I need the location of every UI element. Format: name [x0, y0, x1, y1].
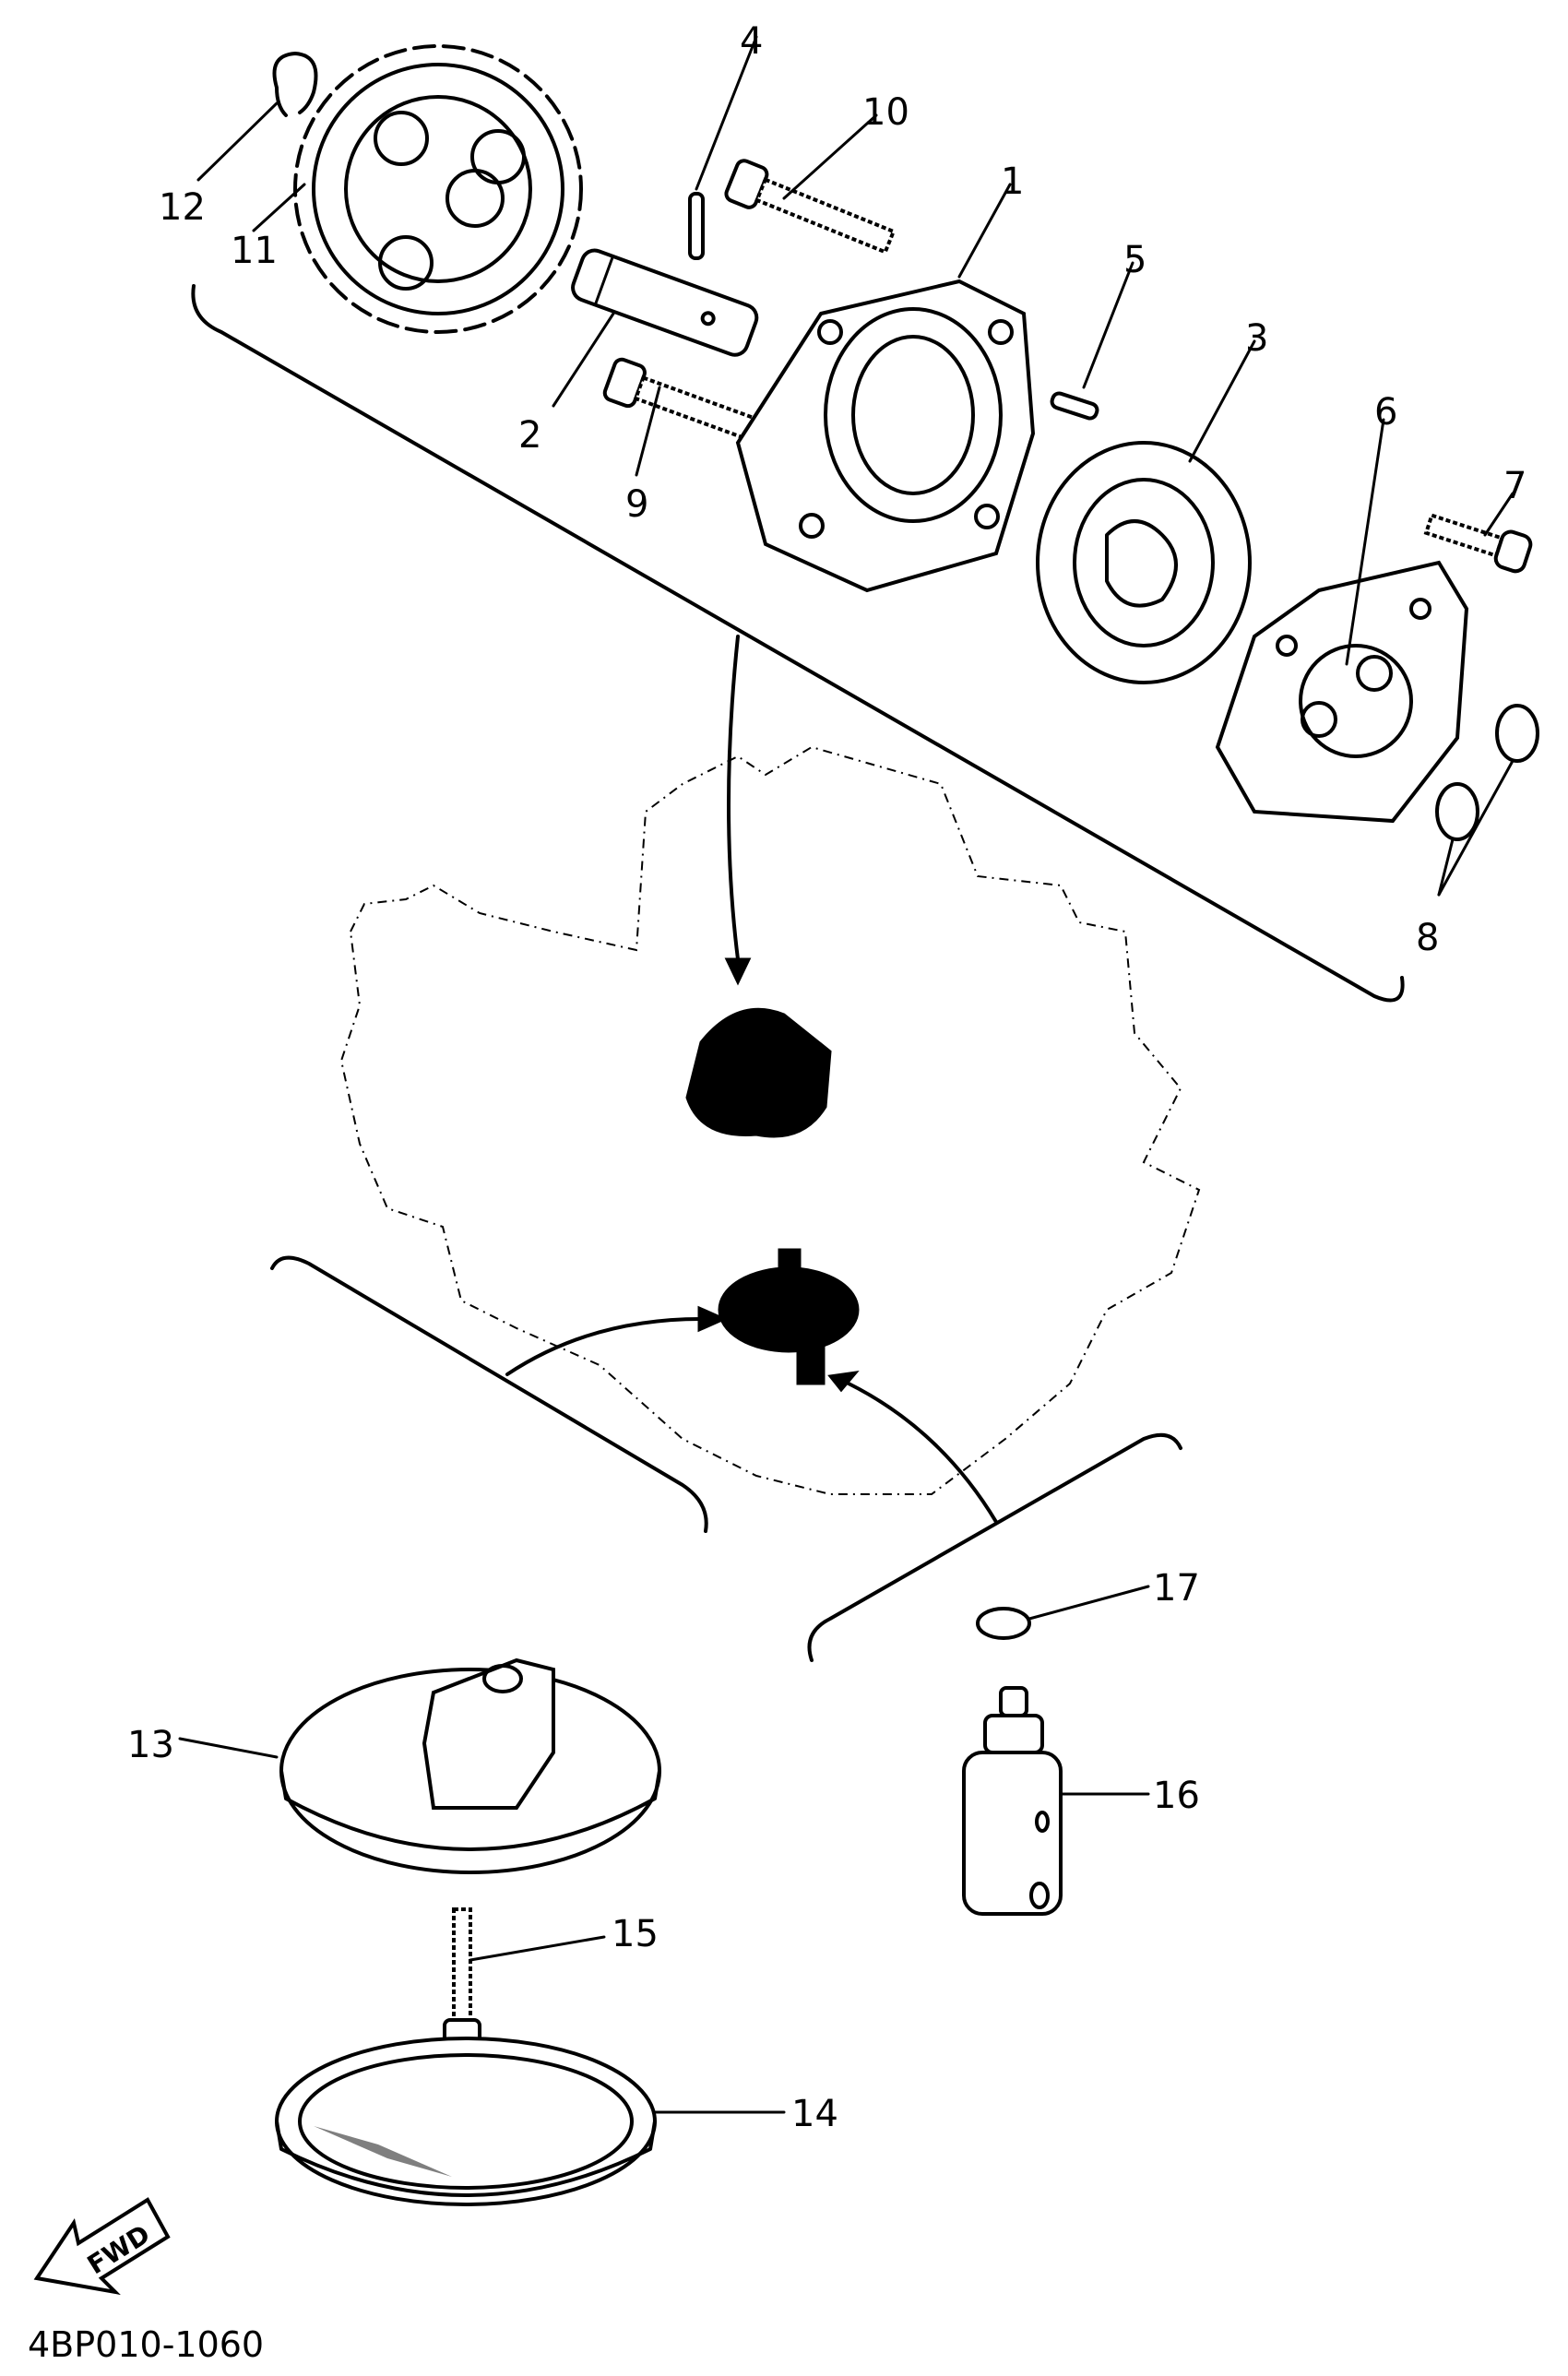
strainer-bolt	[443, 1907, 481, 2055]
upper-tray-outline	[191, 284, 1405, 1003]
strainer-housing	[279, 1657, 661, 1874]
o-ring-large	[1495, 704, 1539, 763]
callout-5: 5	[1123, 239, 1146, 281]
circlip	[272, 52, 318, 117]
callout-1: 1	[1001, 160, 1024, 203]
relief-valve	[962, 1686, 1063, 1916]
installed-pump	[685, 1007, 832, 1138]
lower-left-tray-outline	[270, 1255, 708, 1533]
callout-14: 14	[791, 2093, 838, 2135]
installed-strainer	[718, 1248, 860, 1385]
callout-7: 7	[1503, 465, 1526, 507]
callout-3: 3	[1245, 317, 1268, 360]
drawing-code: 4BP010-1060	[28, 2324, 264, 2365]
arrow-relief-to-engine	[847, 1382, 998, 1524]
drive-gear	[293, 44, 583, 334]
callout-12: 12	[159, 186, 206, 229]
callout-15: 15	[612, 1913, 659, 1955]
outer-rotor	[1036, 441, 1252, 684]
callout-8: 8	[1416, 917, 1439, 959]
callout-10: 10	[862, 91, 909, 134]
callout-16: 16	[1153, 1775, 1200, 1817]
screw	[1423, 513, 1533, 574]
callout-17: 17	[1153, 1567, 1200, 1610]
leader-lines	[178, 35, 1515, 2114]
fwd-arrow-icon: FWD	[33, 2197, 171, 2296]
callout-11: 11	[231, 230, 278, 272]
lower-right-tray-outline	[807, 1432, 1182, 1662]
callout-4: 4	[740, 20, 763, 63]
pump-cover	[1215, 560, 1469, 824]
o-ring-small	[1435, 782, 1479, 841]
callout-9: 9	[625, 483, 648, 526]
bolt-upper	[724, 159, 897, 255]
callout-6: 6	[1374, 391, 1397, 434]
dowel-pin-upper	[688, 192, 705, 260]
arrow-pump-to-engine	[727, 635, 740, 961]
bolt-lower	[602, 357, 759, 443]
relief-valve-o-ring	[976, 1607, 1031, 1640]
dowel-pin-side	[1050, 391, 1099, 421]
pump-housing	[735, 279, 1036, 593]
callout-13: 13	[127, 1724, 174, 1766]
pump-shaft	[571, 248, 759, 357]
arrow-strainer-to-engine	[505, 1317, 703, 1376]
strainer-screen	[275, 2037, 657, 2206]
callout-2: 2	[518, 414, 541, 457]
